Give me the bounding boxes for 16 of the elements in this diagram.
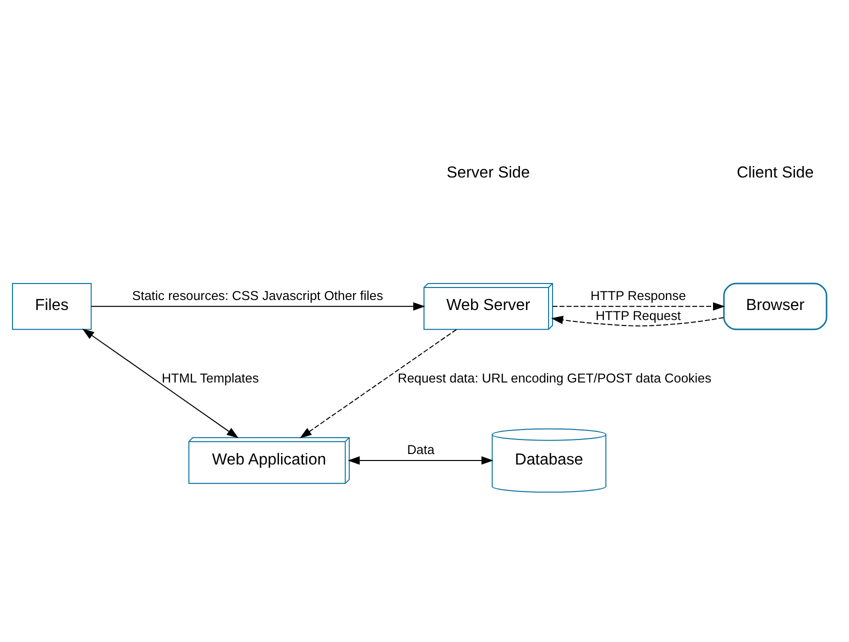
node-box: Browser (723, 282, 828, 330)
arrow (552, 302, 725, 310)
label: Client Side (736, 164, 814, 182)
edge-label: Request data: URL encoding GET/POST data Cookies (398, 370, 712, 386)
edge-label: HTTP Request (596, 307, 681, 322)
arrow (90, 302, 426, 310)
edge-label: HTTP Response (590, 287, 686, 302)
arrow (82, 328, 239, 438)
label: Server Side (446, 164, 530, 182)
arrow (300, 328, 457, 438)
edge-label: Data (407, 441, 434, 456)
edge-label: HTML Templates (162, 370, 259, 386)
edge-label: Static resources: CSS Javascript Other files (132, 287, 384, 302)
arrow (551, 315, 724, 326)
arrow (348, 456, 494, 464)
node-box: Files (12, 282, 92, 330)
